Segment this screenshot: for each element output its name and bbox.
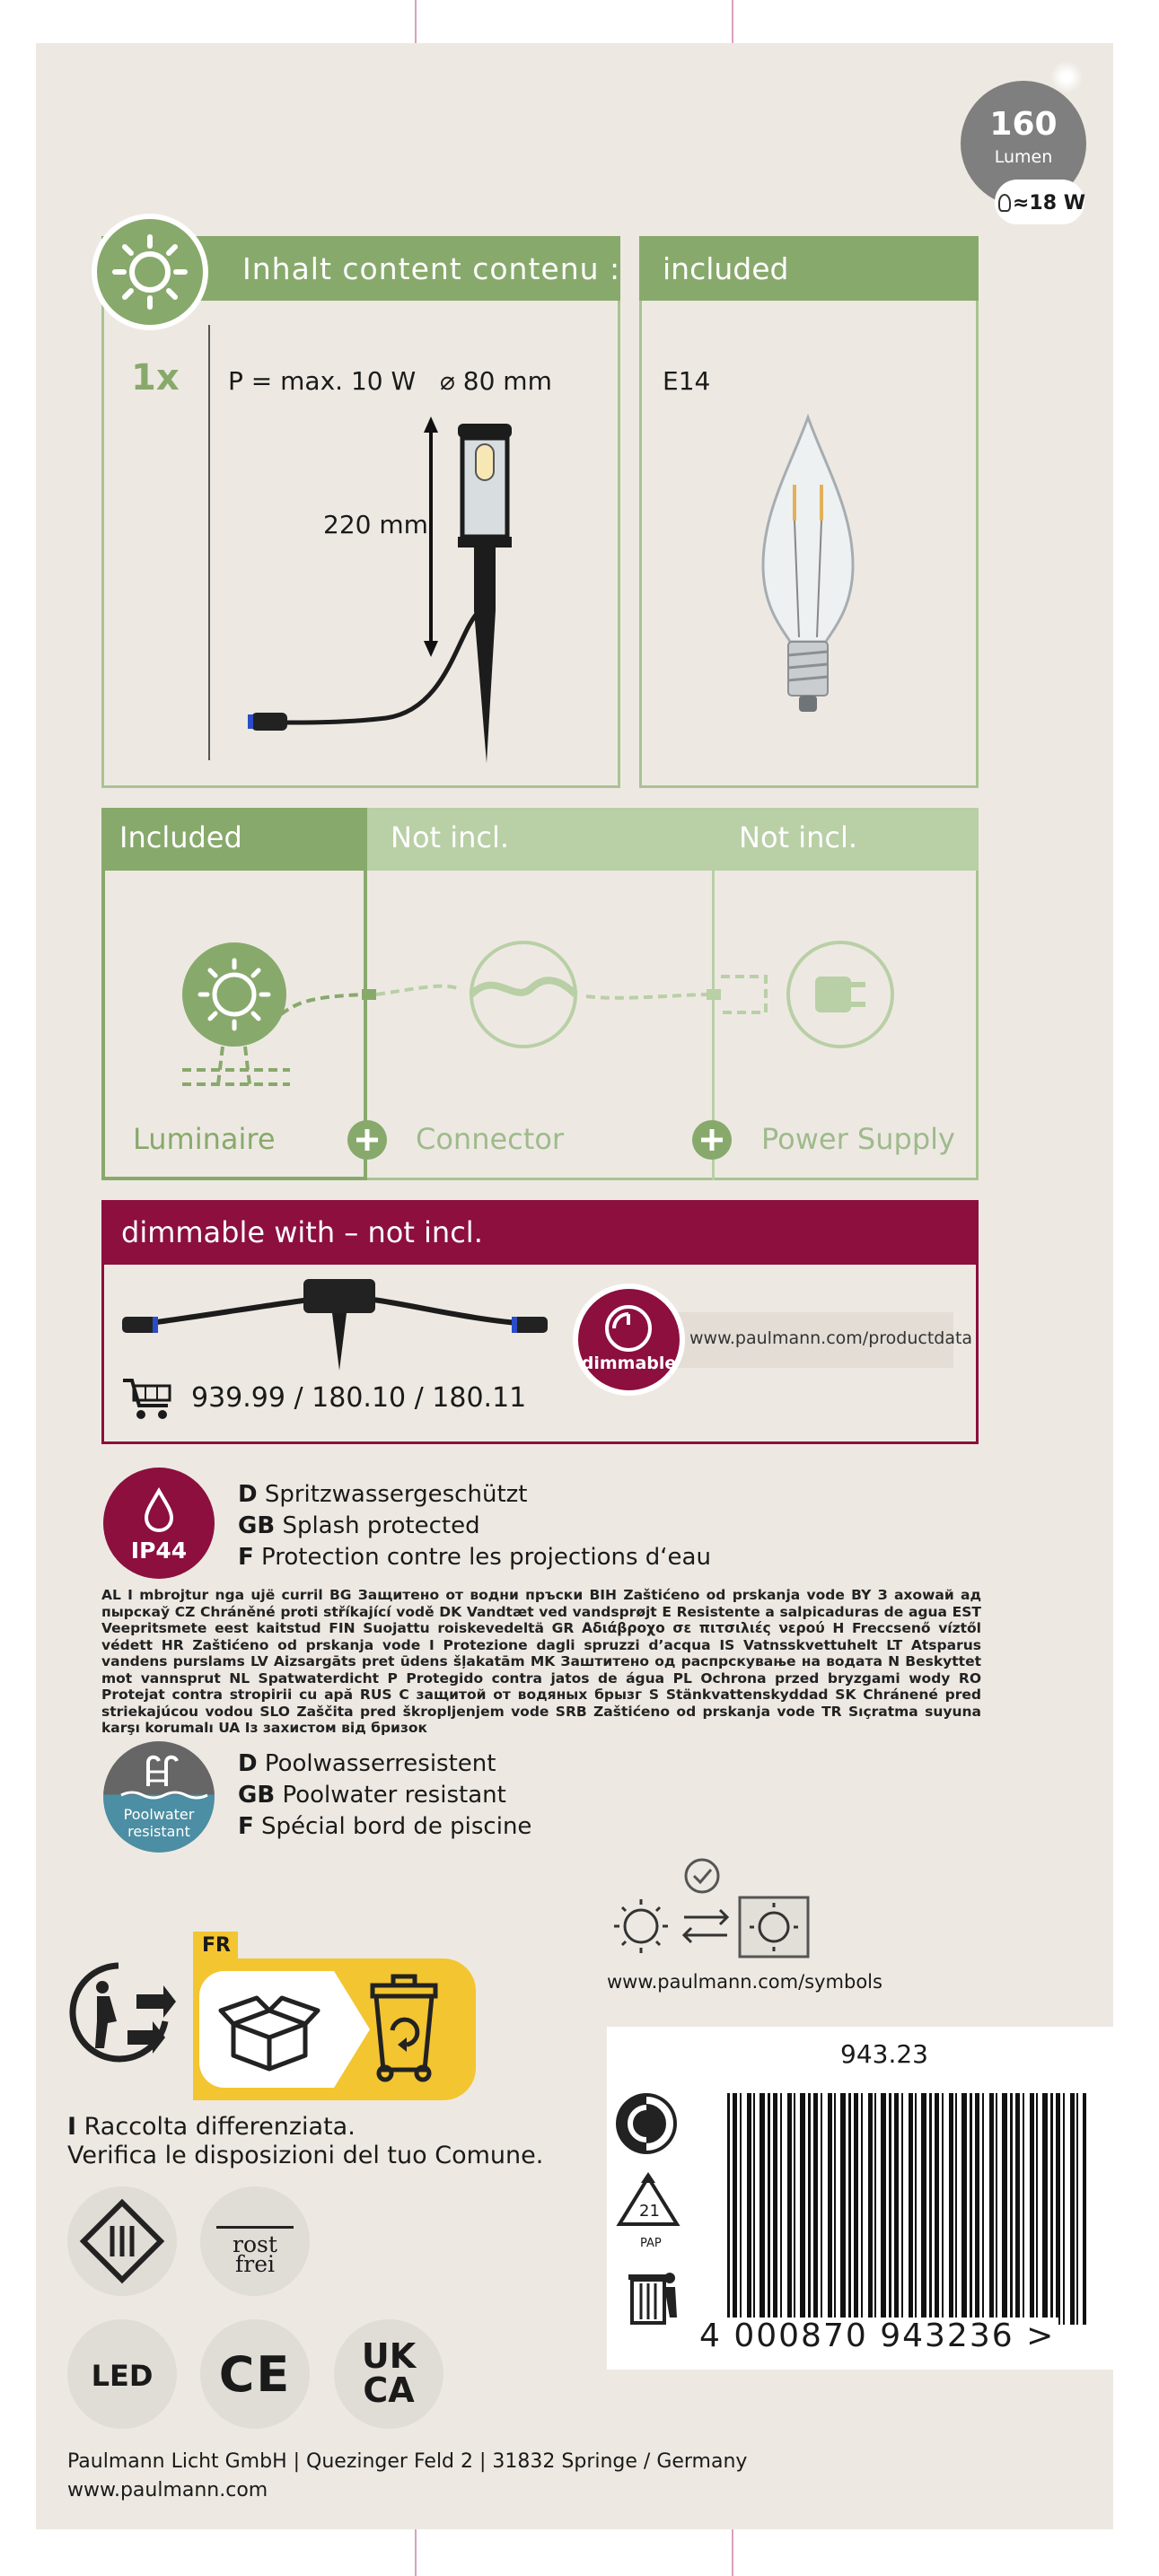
ukca-line2: CA [363, 2370, 415, 2410]
poolwater-badge-line1: Poolwater [123, 1806, 195, 1823]
barcode-bars [727, 2093, 1086, 2325]
chevron-right-icon [334, 1971, 370, 2088]
content-divider [208, 325, 210, 760]
system-included-label: Included [119, 820, 242, 854]
italy-recycling-line2: Verifica le disposizioni del tuo Comune. [67, 2142, 544, 2169]
quantity: 1x [131, 357, 180, 399]
cardboard-box-icon [218, 1995, 320, 2072]
content-box-title: Inhalt content contenu : [242, 251, 621, 286]
symbols-url[interactable]: www.paulmann.com/symbols [607, 1971, 882, 1993]
pool-line-gb: GB Poolwater resistant [238, 1782, 506, 1809]
recycling-bin-icon [370, 1974, 438, 2082]
green-dot-icon [616, 2093, 677, 2154]
system-not-incl-label-1: Not incl. [391, 820, 510, 854]
system-diagram [182, 941, 894, 1160]
pap-number: 21 [639, 2202, 660, 2221]
ce-label: CE [218, 2346, 292, 2403]
bulb-mini-icon [998, 194, 1011, 212]
barcode-digits: 4 000870 943236 > [696, 2318, 1059, 2354]
poolwater-badge: Poolwater resistant [103, 1741, 215, 1853]
poolwater-badge-line2: resistant [127, 1823, 190, 1840]
article-number: 943.23 [840, 2039, 928, 2069]
system-col2-header [367, 808, 712, 871]
fr-tag-label: FR [202, 1934, 231, 1957]
ukca-line1: UK [361, 2336, 417, 2376]
dimmer-cable-image [122, 1279, 548, 1371]
power-spec: P = max. 10 W [228, 366, 417, 396]
pool-ladder-icon [120, 1755, 208, 1800]
system-col1-header [101, 808, 367, 871]
pool-line-f: F Spécial bord de piscine [238, 1813, 532, 1840]
sun-icon [112, 234, 188, 310]
fr-tag [193, 1932, 238, 1960]
rostfrei-line1: rost [233, 2231, 277, 2257]
triman-icon [69, 1962, 176, 2063]
bollard-luminaire-image [248, 416, 512, 763]
ip-line-d: D Spritzwassergeschützt [238, 1481, 528, 1508]
included-box-title: included [663, 251, 789, 286]
system-col-divider [712, 871, 715, 1180]
replaceable-light-source-icon [614, 1858, 810, 1958]
diameter-spec: ⌀ 80 mm [440, 366, 552, 396]
content-sun-badge [92, 214, 208, 330]
lumen-glow [1050, 61, 1083, 93]
height-spec: 220 mm [323, 510, 428, 539]
water-drop-icon [144, 1486, 174, 1533]
ip-line-gb: GB Splash protected [238, 1512, 480, 1539]
pap-label: PAP [640, 2237, 662, 2250]
pap-recycling-icon [616, 2172, 680, 2226]
e14-bulb-image [761, 413, 855, 712]
led-label: LED [91, 2359, 154, 2393]
footer-web[interactable]: www.paulmann.com [67, 2479, 268, 2502]
lumen-value: 160 [989, 106, 1058, 143]
pool-line-d: D Poolwasserresistent [238, 1750, 496, 1777]
system-col1-frame [101, 871, 367, 1180]
dimmer-article-numbers: 939.99 / 180.10 / 180.11 [191, 1382, 527, 1414]
ce-badge: CE [200, 2319, 310, 2429]
footer-company: Paulmann Licht GmbH | Quezinger Feld 2 |… [67, 2450, 748, 2473]
rostfrei-badge: rost frei [200, 2186, 310, 2296]
cart-icon [123, 1379, 171, 1419]
dimmer-knob-icon [605, 1305, 652, 1352]
rostfrei-bar [216, 2226, 294, 2229]
power-supply-label: Power Supply [761, 1122, 955, 1156]
watt-equivalent: ≈18 W [1013, 192, 1085, 215]
luminaire-label: Luminaire [133, 1122, 276, 1156]
system-col3-header [712, 808, 979, 871]
dimmable-header [101, 1200, 979, 1265]
ip44-badge: IP44 [103, 1468, 215, 1579]
dimmable-badge-label: dimmable [581, 1354, 677, 1373]
system-not-incl-label-2: Not incl. [739, 820, 858, 854]
ip44-label: IP44 [130, 1538, 188, 1564]
ip-lang-lines: D Spritzwassergeschützt GB Splash protec… [238, 1479, 711, 1573]
dimmable-title: dimmable with – not incl. [121, 1215, 483, 1249]
ukca-badge: UK CA [334, 2319, 443, 2429]
ip-multilanguage-text: AL I mbrojtur nga ujë curril BG Защитено… [101, 1587, 981, 1736]
included-box-header [639, 236, 979, 301]
class-iii-icon [79, 2198, 165, 2284]
pool-lang-lines: D Poolwasserresistent GB Poolwater resis… [238, 1748, 531, 1843]
weee-bin-icon [628, 2273, 677, 2325]
dimmable-badge: dimmable [573, 1284, 685, 1396]
italy-recycling-line1: I Raccolta differenziata. [67, 2113, 356, 2141]
ip-line-f: F Protection contre les projections d‘ea… [238, 1544, 711, 1571]
socket-type: E14 [663, 366, 711, 396]
rostfrei-line2: frei [235, 2251, 275, 2277]
lumen-unit: Lumen [994, 147, 1053, 167]
productdata-url[interactable]: www.paulmann.com/productdata [689, 1328, 973, 1348]
connector-label: Connector [416, 1122, 565, 1156]
class-iii-badge [67, 2186, 177, 2296]
led-badge: LED [67, 2319, 177, 2429]
